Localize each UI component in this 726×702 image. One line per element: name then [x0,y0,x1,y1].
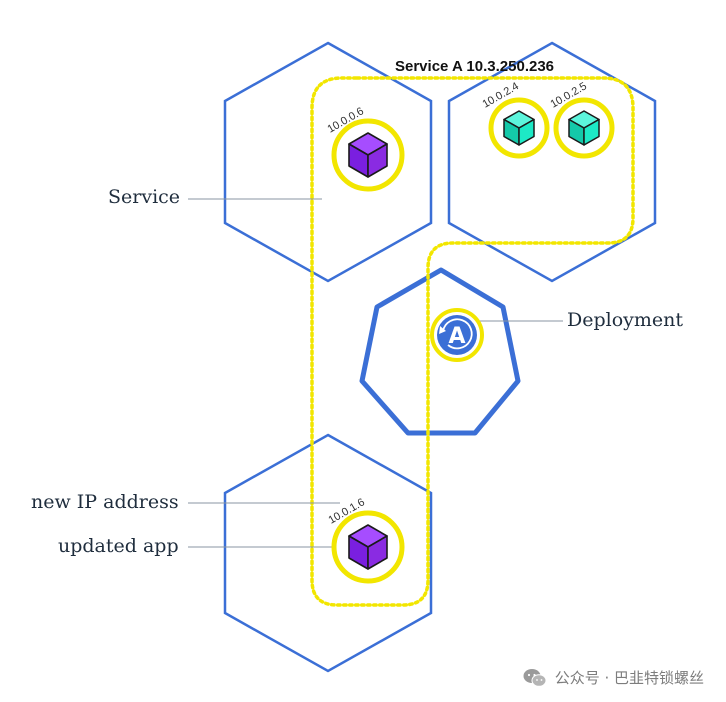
wechat-icon [523,668,547,687]
service-title: Service A 10.3.250.236 [395,58,554,75]
deployment-label: Deployment [567,309,683,331]
node-hexagon-top-left [223,41,433,283]
deployment-icon-letter: A [448,324,465,349]
cube-icon [568,110,600,146]
node-hexagon-top-right [447,41,657,283]
pod-10-0-2-5: 10.0.2.5 [549,80,615,159]
deployment-heptagon [359,267,521,436]
deployment-icon: A [430,308,484,362]
pod-10-0-2-4: 10.0.2.4 [481,80,550,159]
cube-icon [348,524,388,570]
updated-app-label: updated app [58,535,179,557]
new-ip-label: new IP address [31,491,179,513]
watermark-text: 公众号 · 巴韭特锁螺丝 [554,669,704,687]
refresh-arrow-icon [442,318,473,350]
watermark: 公众号 · 巴韭特锁螺丝 [523,667,704,688]
pod-10-0-0-6: 10.0.0.6 [326,105,405,192]
cube-icon [348,132,388,178]
service-label: Service [108,186,180,208]
service-boundary [310,76,635,607]
cube-icon [503,110,535,146]
refresh-arrowhead-icon [439,326,446,334]
node-hexagon-bottom [223,433,433,673]
pod-10-0-1-6: 10.0.1.6 [327,496,405,584]
